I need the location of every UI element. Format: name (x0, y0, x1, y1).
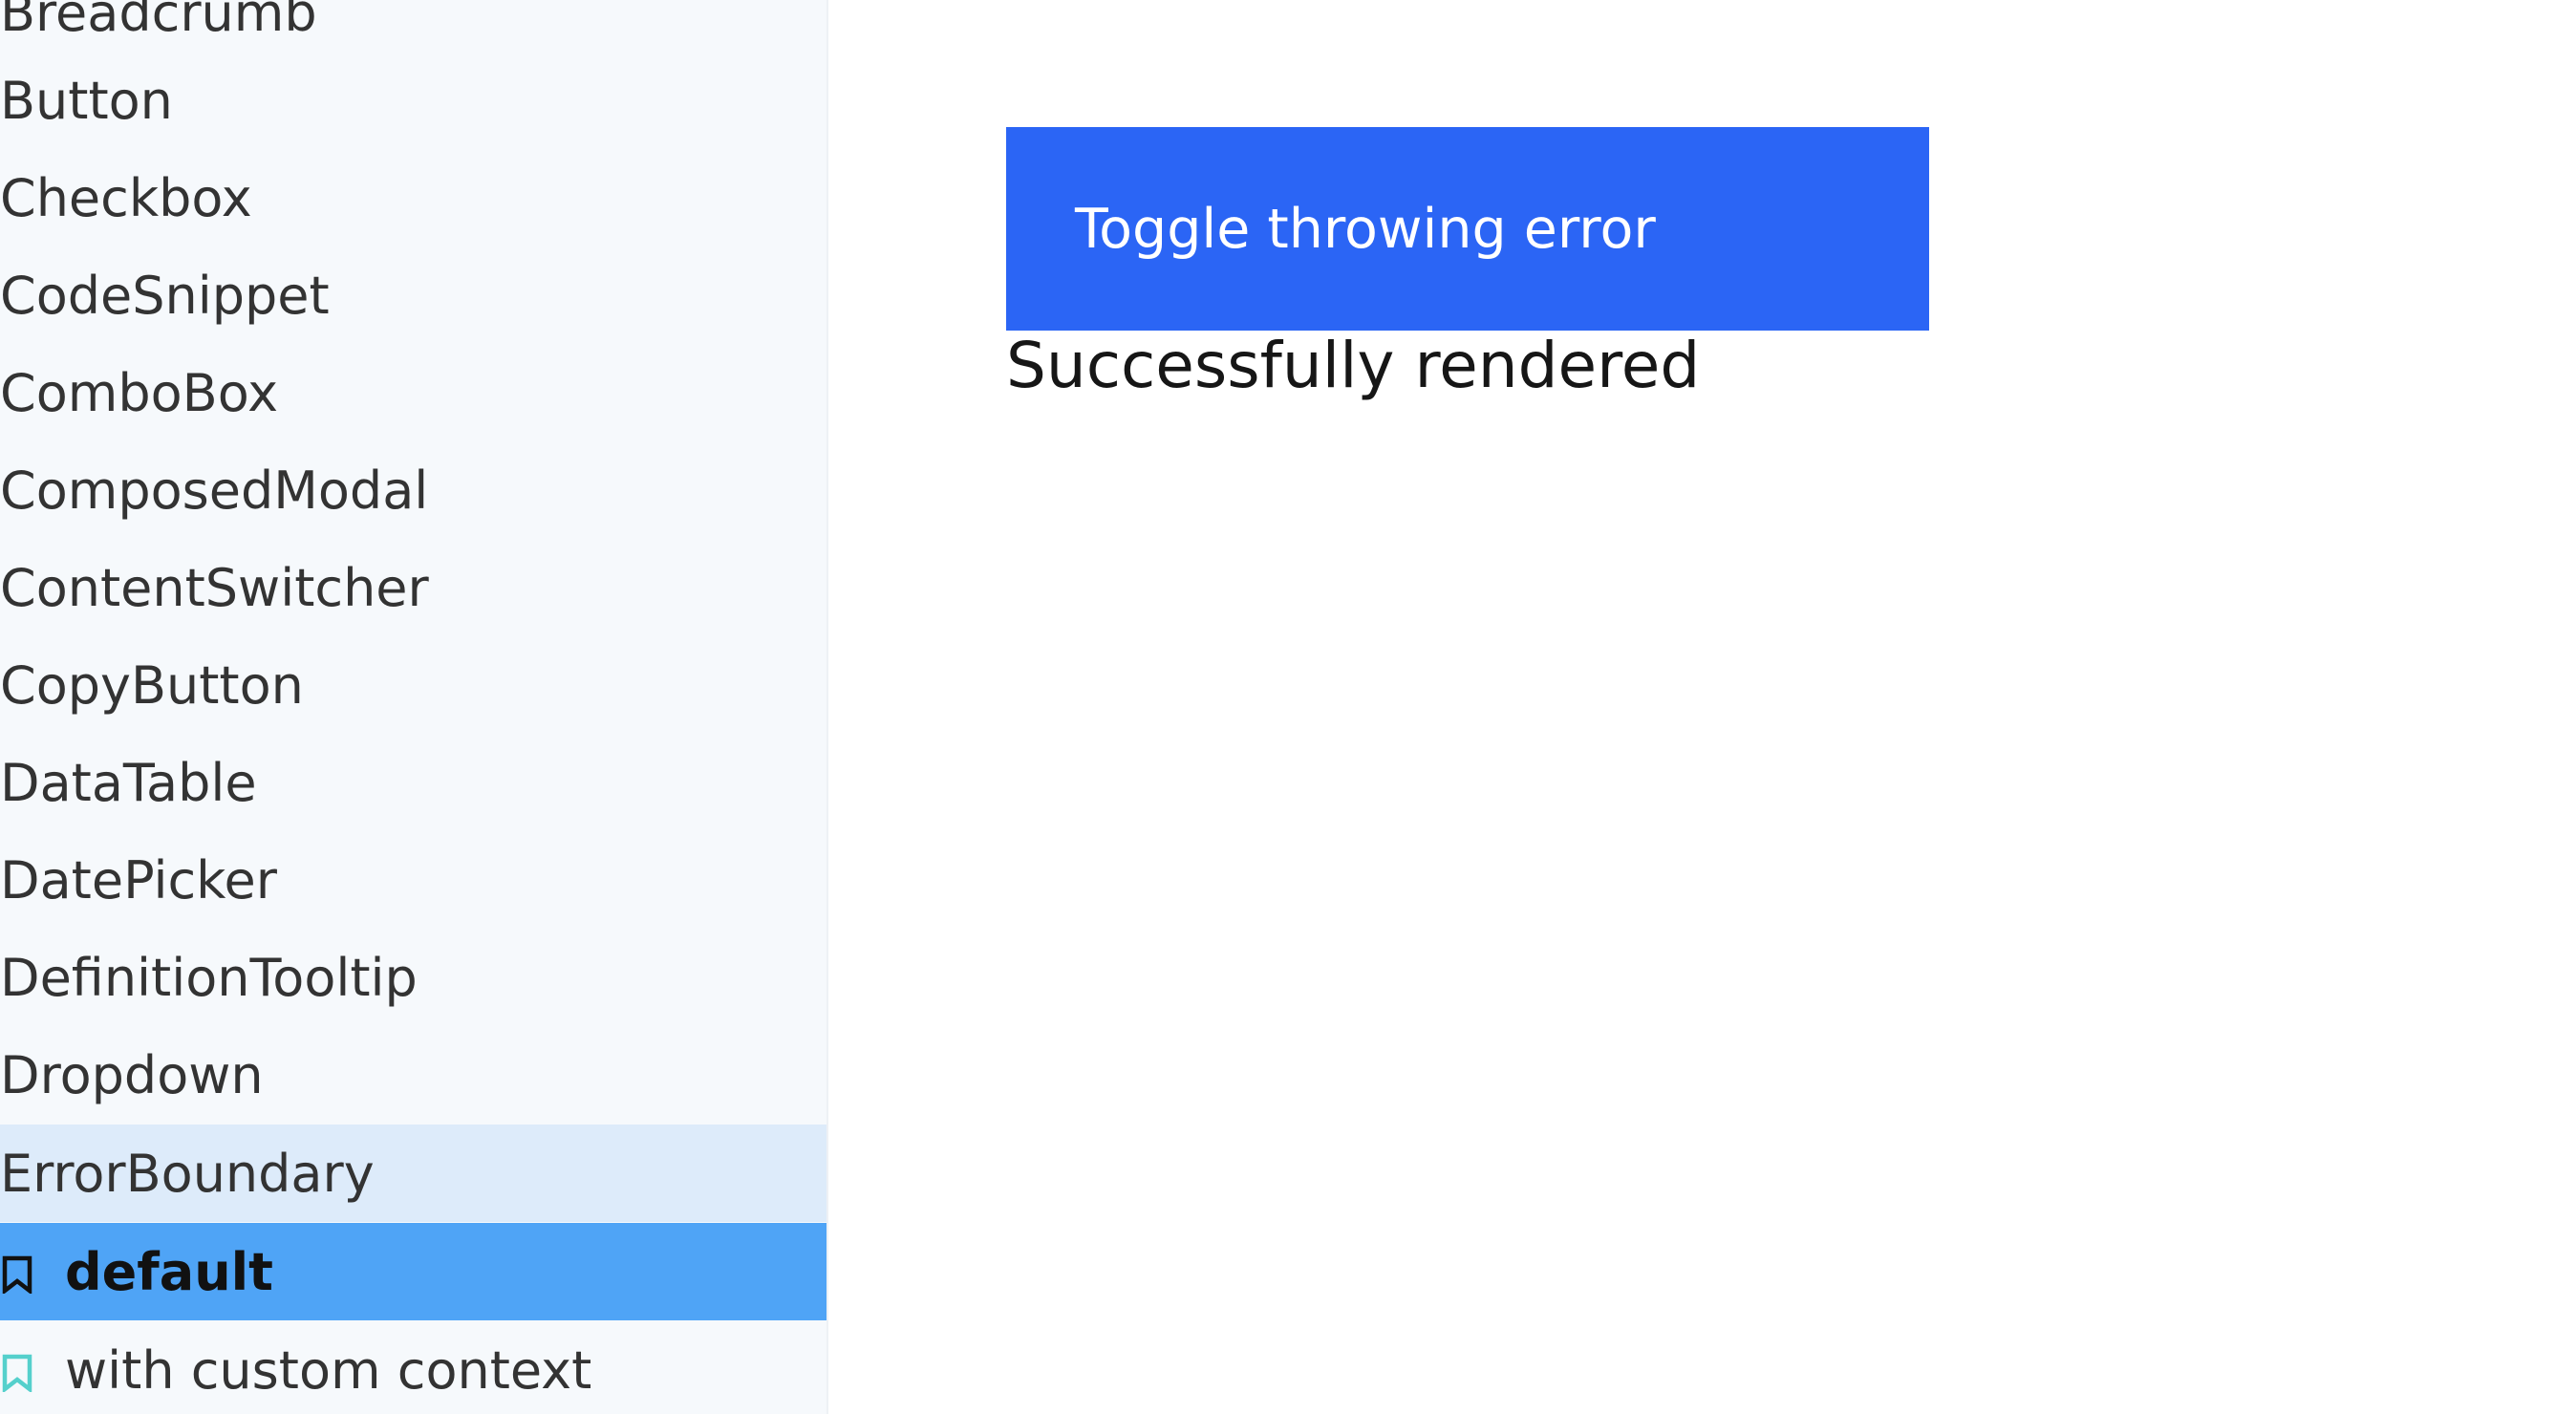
sidebar-item-label: ErrorBoundary (0, 1143, 375, 1204)
sidebar-item-combobox[interactable]: ComboBox (0, 344, 826, 441)
sidebar-item-label: DatePicker (0, 849, 277, 911)
sidebar: Breadcrumb Button Checkbox CodeSnippet C… (0, 0, 828, 1414)
sidebar-item-label: DefinitionTooltip (0, 947, 418, 1008)
bookmark-icon (2, 1255, 32, 1294)
sidebar-item-datatable[interactable]: DataTable (0, 734, 826, 831)
sidebar-item-label: ComboBox (0, 362, 279, 423)
bookmark-icon (2, 1354, 32, 1392)
story-item-with-custom-context[interactable]: with custom context (0, 1321, 826, 1414)
sidebar-item-checkbox[interactable]: Checkbox (0, 149, 826, 246)
sidebar-item-datepicker[interactable]: DatePicker (0, 831, 826, 929)
story-item-label: with custom context (65, 1339, 592, 1401)
sidebar-item-label: ContentSwitcher (0, 557, 429, 618)
sidebar-item-button[interactable]: Button (0, 52, 826, 149)
sidebar-item-contentswitcher[interactable]: ContentSwitcher (0, 539, 826, 636)
sidebar-item-label: CopyButton (0, 654, 304, 716)
sidebar-item-dropdown[interactable]: Dropdown (0, 1026, 826, 1124)
story-item-default[interactable]: default (0, 1223, 826, 1320)
sidebar-item-definitiontooltip[interactable]: DefinitionTooltip (0, 929, 826, 1026)
toggle-throwing-error-button[interactable]: Toggle throwing error (1006, 127, 1929, 331)
sidebar-item-composedmodal[interactable]: ComposedModal (0, 441, 826, 539)
sidebar-item-breadcrumb[interactable]: Breadcrumb (0, 0, 826, 61)
sidebar-item-label: CodeSnippet (0, 265, 330, 326)
story-item-label: default (65, 1241, 273, 1302)
sidebar-item-copybutton[interactable]: CopyButton (0, 636, 826, 734)
story-preview-canvas: Toggle throwing error Successfully rende… (828, 0, 2576, 1414)
sidebar-item-label: Dropdown (0, 1044, 264, 1105)
sidebar-item-codesnippet[interactable]: CodeSnippet (0, 246, 826, 344)
sidebar-item-label: Checkbox (0, 167, 252, 228)
sidebar-item-errorboundary[interactable]: ErrorBoundary (0, 1125, 826, 1222)
sidebar-item-label: Button (0, 70, 173, 131)
sidebar-item-label: ComposedModal (0, 460, 429, 521)
sidebar-item-label: Breadcrumb (0, 0, 317, 43)
render-status-text: Successfully rendered (1006, 329, 1701, 402)
sidebar-item-label: DataTable (0, 752, 257, 813)
